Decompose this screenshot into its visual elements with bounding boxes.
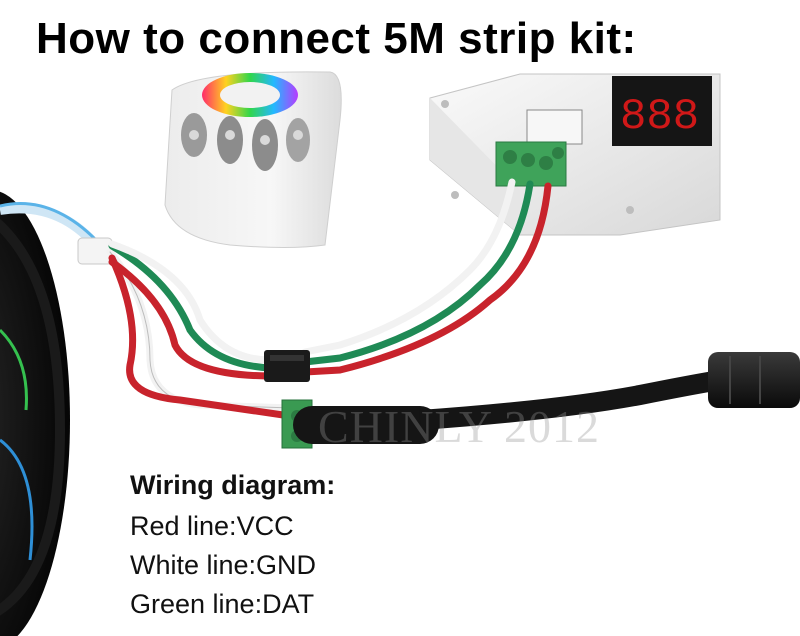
rf-remote-control [164, 71, 342, 248]
controller-wires [301, 178, 552, 376]
wiring-line-red: Red line:VCC [130, 511, 294, 541]
controller-terminal-block [495, 141, 567, 187]
wiring-line-green: Green line:DAT [130, 589, 315, 619]
wiring-line-white: White line:GND [130, 550, 317, 580]
strip-wires [106, 240, 296, 420]
led-controller-box: 888 [429, 73, 721, 236]
page-title: How to connect 5M strip kit: [36, 14, 637, 63]
svg-text:888: 888 [620, 92, 699, 142]
black-3pin-connector [264, 350, 310, 382]
dc-power-cable [293, 352, 800, 444]
wiring-legend: Wiring diagram: Red line:VCC White line:… [130, 470, 335, 624]
wiring-heading: Wiring diagram: [130, 470, 336, 500]
watermark-text: CHINLY 2012 [318, 401, 600, 452]
